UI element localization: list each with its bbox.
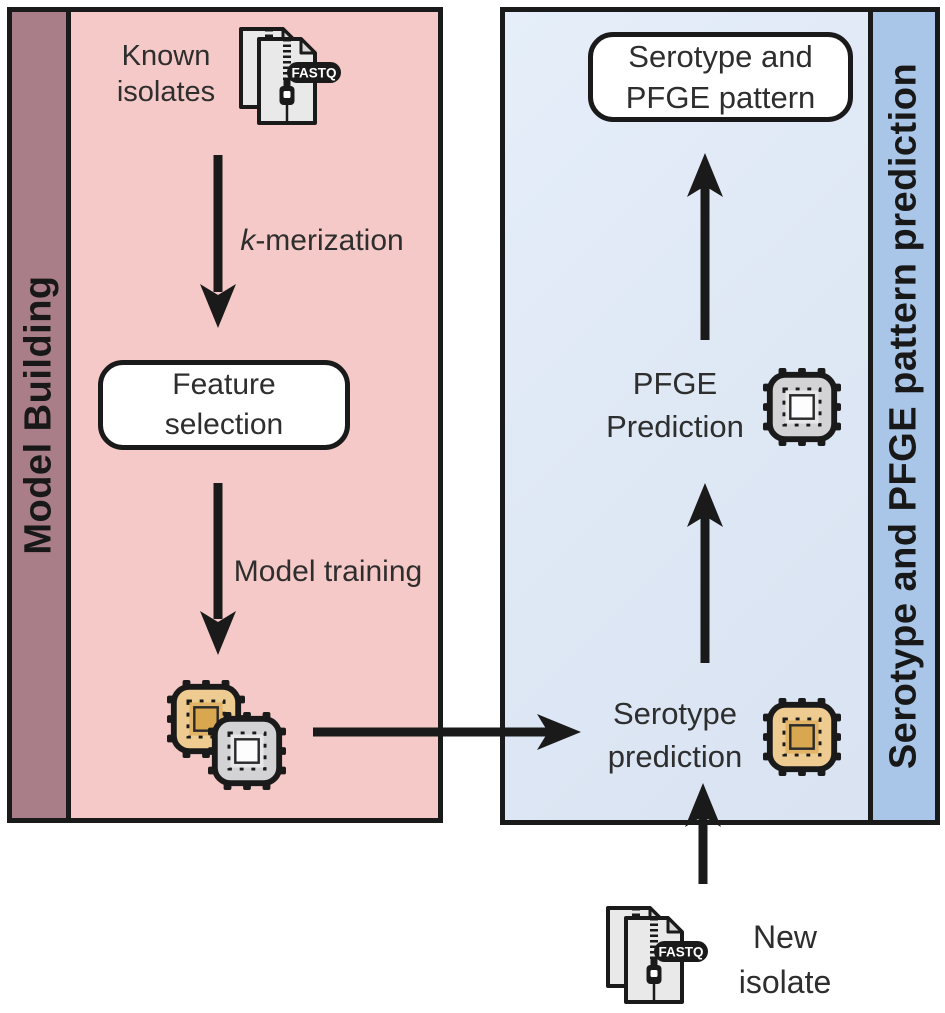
new-isolate-label: New isolate (738, 919, 832, 1000)
arrow-down-icon (200, 483, 236, 655)
feature-selection-box: Feature selection (98, 360, 350, 450)
prediction-panel: Serotype and PFGE pattern prediction Ser… (500, 7, 940, 825)
serotype-pfge-pattern-box: Serotype and PFGE pattern (588, 32, 853, 122)
arrow-up-icon (685, 783, 721, 884)
model-building-sidebar: Model Building (12, 12, 71, 818)
prediction-sidebar-label: Serotype and PFGE pattern prediction (882, 62, 925, 770)
arrow-down-icon (200, 155, 236, 328)
pfge-model-chip-icon-gray (763, 368, 841, 446)
model-building-sidebar-label: Model Building (17, 275, 60, 555)
trained-model-chip-icon-gray (208, 712, 286, 790)
kmer-suffix: -merization (255, 224, 404, 257)
model-building-panel: Model Building Known isolates FASTQ k-me… (7, 7, 443, 823)
kmer-italic-k: k (240, 224, 256, 257)
arrow-up-icon (687, 483, 723, 663)
serotype-model-chip-icon-orange (763, 698, 841, 776)
feature-selection-label: Feature selection (164, 368, 284, 441)
arrow-right-icon (313, 714, 581, 750)
prediction-sidebar: Serotype and PFGE pattern prediction (868, 12, 935, 820)
fastq-label: FASTQ (658, 945, 703, 960)
pfge-prediction-label: PFGE Prediction (606, 366, 744, 444)
fastq-archive-icon: FASTQ (239, 27, 341, 125)
fastq-archive-icon: FASTQ (606, 906, 708, 1004)
kmerization-label: k-merization (207, 222, 437, 260)
arrow-up-icon (687, 153, 723, 340)
serotype-prediction-label: Serotype prediction (607, 696, 743, 774)
known-isolates-label: Known isolates (116, 40, 216, 108)
serotype-pfge-pattern-label: Serotype and PFGE pattern (625, 39, 816, 115)
fastq-label: FASTQ (291, 66, 336, 81)
model-training-label: Model training (233, 555, 423, 588)
